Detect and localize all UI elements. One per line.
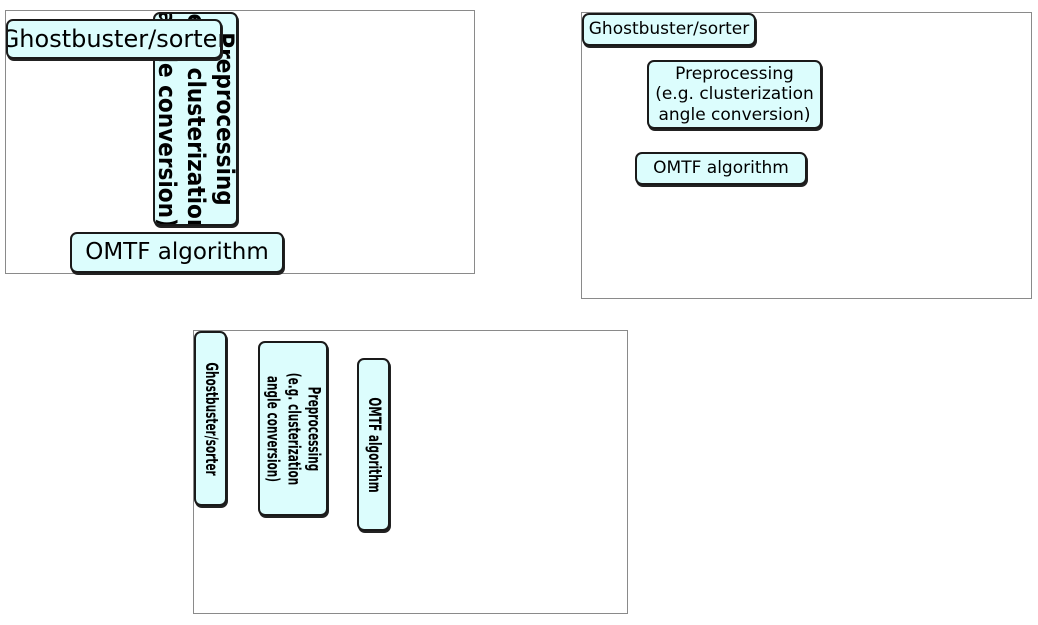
diagram-panel-2: Ghostbuster/sorter Preprocessing (e.g. c… [581,12,1032,299]
diagram-panel-1: Preprocessing (e.g. clusterization angle… [5,10,475,274]
omtf-algorithm-node[interactable]: OMTF algorithm [70,232,284,273]
preprocessing-node[interactable]: Preprocessing (e.g. clusterization angle… [258,341,328,516]
preprocessing-label: Preprocessing (e.g. clusterization angle… [262,372,324,485]
omtf-algorithm-label: OMTF algorithm [85,238,269,265]
ghostbuster-sorter-label: Ghostbuster/sorter [588,19,750,40]
ghostbuster-sorter-node[interactable]: Ghostbuster/sorter [6,19,222,59]
preprocessing-node[interactable]: Preprocessing (e.g. clusterization angle… [647,60,822,129]
omtf-algorithm-node[interactable]: OMTF algorithm [357,358,390,531]
diagram-panel-3: Ghostbuster/sorter Preprocessing (e.g. c… [193,330,628,614]
ghostbuster-sorter-label: Ghostbuster/sorter [200,361,221,476]
ghostbuster-sorter-node[interactable]: Ghostbuster/sorter [194,331,227,506]
ghostbuster-sorter-label: Ghostbuster/sorter [6,24,222,53]
omtf-algorithm-label: OMTF algorithm [653,158,789,179]
preprocessing-label: Preprocessing (e.g. clusterization angle… [655,64,814,125]
omtf-algorithm-label: OMTF algorithm [363,396,384,493]
omtf-algorithm-node[interactable]: OMTF algorithm [635,152,807,185]
ghostbuster-sorter-node[interactable]: Ghostbuster/sorter [582,13,756,46]
